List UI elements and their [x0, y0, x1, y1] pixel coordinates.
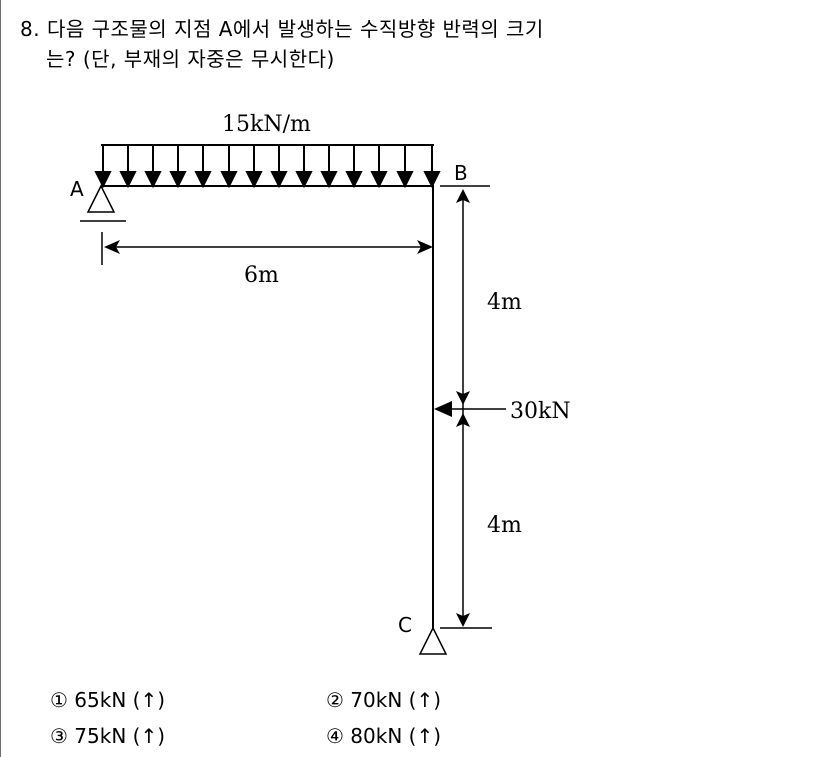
- load-arrow-icon: [295, 145, 313, 189]
- upper-height-label: 4m: [487, 290, 522, 315]
- lower-height-label: 4m: [487, 513, 522, 538]
- load-arrow-icon: [396, 145, 414, 189]
- choice-1-marker: ①: [50, 688, 68, 712]
- choice-3[interactable]: ③ 75kN (↑): [50, 718, 165, 754]
- load-arrow-icon: [119, 145, 137, 189]
- point-b-label: B: [454, 161, 468, 185]
- pin-support-a: [86, 184, 116, 213]
- page-left-border: [0, 0, 1, 757]
- choice-2-marker: ②: [326, 688, 344, 712]
- choice-3-marker: ③: [50, 724, 68, 748]
- choice-2[interactable]: ② 70kN (↑): [326, 682, 441, 718]
- question-line-1: 다음 구조물의 지점 A에서 발생하는 수직방향 반력의 크기: [46, 17, 544, 41]
- point-load-label: 30kN: [510, 399, 571, 424]
- arrowhead-up-icon: [456, 413, 470, 427]
- load-arrow-icon: [220, 145, 238, 189]
- choice-3-text: 75kN (↑): [74, 724, 166, 748]
- span-label: 6m: [244, 263, 279, 288]
- load-arrow-icon: [320, 145, 338, 189]
- load-arrow-icon: [270, 145, 288, 189]
- load-arrow-icon: [169, 145, 187, 189]
- question-number: 8.: [20, 17, 41, 41]
- arrowhead-right-icon: [417, 240, 433, 254]
- choice-1-text: 65kN (↑): [74, 688, 166, 712]
- pin-support-c: [418, 626, 448, 655]
- load-arrow-icon: [94, 145, 112, 189]
- load-arrow-icon: [423, 145, 441, 189]
- distributed-load-label: 15kN/m: [222, 112, 311, 137]
- load-arrow-icon: [144, 145, 162, 189]
- arrowhead-up-icon: [456, 189, 470, 203]
- choice-4-text: 80kN (↑): [350, 724, 442, 748]
- load-arrow-icon: [245, 145, 263, 189]
- point-a-label: A: [70, 177, 84, 201]
- question-text: 8. 다음 구조물의 지점 A에서 발생하는 수직방향 반력의 크기 는? (단…: [20, 14, 544, 74]
- choice-4[interactable]: ④ 80kN (↑): [326, 718, 441, 754]
- arrowhead-down-icon: [456, 391, 470, 405]
- load-arrow-icon: [345, 145, 363, 189]
- load-arrow-icon: [370, 145, 388, 189]
- dimension-arrowheads: [104, 189, 470, 627]
- arrowhead-down-icon: [456, 613, 470, 627]
- distributed-load-arrows: [94, 145, 441, 189]
- choice-4-marker: ④: [326, 724, 344, 748]
- arrowhead-left-icon: [104, 240, 120, 254]
- load-arrow-icon: [194, 145, 212, 189]
- question-line-2: 는? (단, 부재의 자중은 무시한다): [46, 47, 335, 71]
- point-load-arrowhead-icon: [434, 401, 452, 417]
- point-c-label: C: [398, 613, 412, 637]
- choice-1[interactable]: ① 65kN (↑): [50, 682, 165, 718]
- choice-2-text: 70kN (↑): [350, 688, 442, 712]
